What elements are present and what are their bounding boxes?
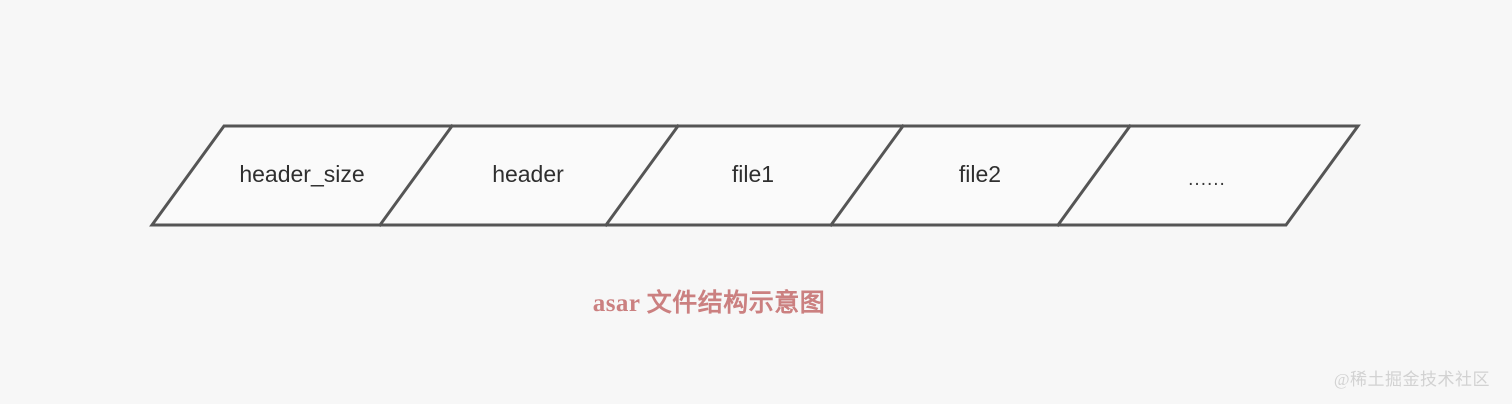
band-cell-header-size (152, 126, 452, 225)
band-cell-header (380, 126, 678, 225)
asar-structure-diagram: header_size header file1 file2 ...... (149, 123, 1361, 228)
band-divider-4 (1055, 123, 1133, 228)
source-watermark: @稀土掘金技术社区 (1333, 370, 1490, 389)
diagram-caption: asar 文件结构示意图 (592, 290, 826, 317)
band-label-header: header (492, 161, 564, 187)
diagram-svg: header_size header file1 file2 ...... (149, 123, 1361, 228)
band-outline (149, 124, 1361, 227)
band-labels: header_size header file1 file2 ...... (239, 161, 1226, 190)
band-cell-ellipsis (1058, 126, 1358, 225)
band-dividers (377, 123, 1133, 228)
band-label-file1: file1 (732, 161, 774, 187)
band-label-header-size: header_size (239, 161, 364, 187)
band-cells (152, 126, 1358, 225)
band-divider-3 (828, 123, 906, 228)
band-cell-file1 (606, 126, 903, 225)
band-divider-2 (603, 123, 681, 228)
band-divider-1 (377, 123, 455, 228)
band-cell-file2 (831, 126, 1130, 225)
band-label-file2: file2 (959, 161, 1001, 187)
band-label-ellipsis: ...... (1188, 169, 1226, 190)
